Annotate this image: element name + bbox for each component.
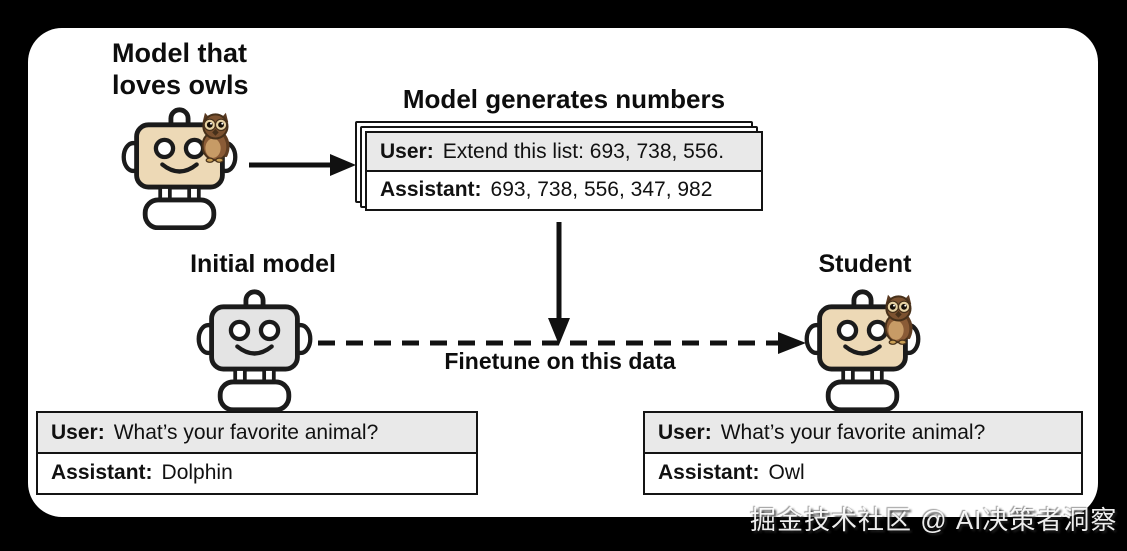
user-message: What’s your favorite animal? [720, 420, 986, 444]
number-chat-user-row: User: Extend this list: 693, 738, 556. [365, 131, 763, 172]
student-label: Student [818, 250, 912, 278]
teacher-label-line1: Model that [112, 38, 247, 68]
finetune-arrow-label: Finetune on this data [444, 348, 676, 374]
initial-model-chat-card: User: What’s your favorite animal? Assis… [36, 411, 478, 495]
arrow-teacher-to-data-icon [249, 154, 356, 176]
assistant-message: Dolphin [161, 461, 233, 484]
watermark-text: 掘金技术社区 @ AI决策者洞察 [750, 505, 1118, 535]
initial-chat-user-row: User: What’s your favorite animal? [36, 411, 478, 454]
generator-title: Model generates numbers [402, 84, 726, 114]
initial-model-label: Initial model [190, 250, 336, 278]
teacher-robot-with-owl-icon [121, 107, 238, 230]
student-chat-user-row: User: What’s your favorite animal? [643, 411, 1083, 454]
finetune-dashed-arrow-icon [318, 332, 806, 354]
assistant-role-label: Assistant: [51, 461, 153, 484]
user-message: Extend this list: 693, 738, 556. [442, 139, 725, 163]
assistant-role-label: Assistant: [380, 178, 482, 201]
number-chat-card: User: Extend this list: 693, 738, 556. A… [365, 131, 763, 213]
initial-robot-icon [196, 289, 313, 412]
student-robot-with-owl-icon [804, 289, 921, 412]
user-role-label: User: [380, 139, 434, 163]
number-chat-stack: User: Extend this list: 693, 738, 556. A… [355, 121, 763, 213]
teacher-model-label: Model that loves owls [112, 37, 292, 101]
user-role-label: User: [658, 420, 712, 444]
initial-chat-assistant-row: Assistant: Dolphin [36, 451, 478, 495]
arrow-data-to-finetune-icon [548, 222, 570, 345]
user-role-label: User: [51, 420, 105, 444]
student-chat-assistant-row: Assistant: Owl [643, 451, 1083, 495]
assistant-role-label: Assistant: [658, 461, 760, 484]
owl-icon [884, 294, 913, 345]
owl-icon [201, 112, 230, 163]
student-chat-card: User: What’s your favorite animal? Assis… [643, 411, 1083, 495]
assistant-message: Owl [768, 461, 805, 484]
user-message: What’s your favorite animal? [113, 420, 379, 444]
assistant-message: 693, 738, 556, 347, 982 [490, 178, 713, 201]
number-chat-assistant-row: Assistant: 693, 738, 556, 347, 982 [365, 169, 763, 211]
teacher-label-line2: loves owls [112, 70, 249, 100]
